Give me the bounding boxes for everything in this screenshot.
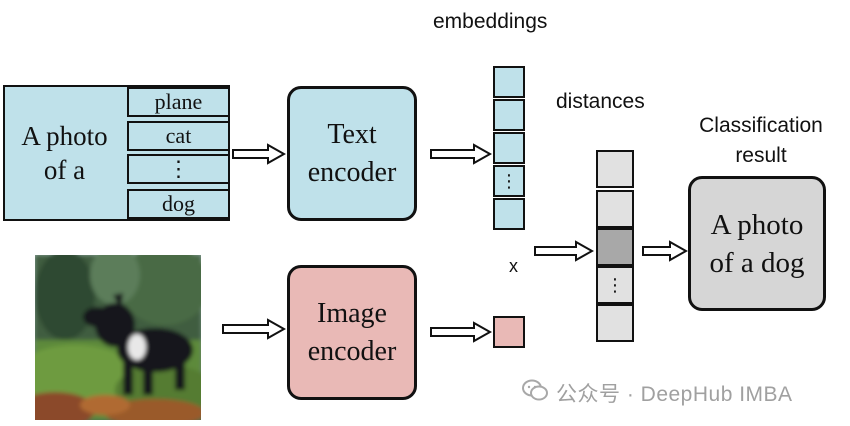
distance-cell <box>596 150 634 188</box>
multiply-label: x <box>509 256 518 276</box>
distances-label: distances <box>556 90 645 113</box>
text-embedding-cell-ellipsis: ⋮ <box>493 165 525 197</box>
arrow-to-distances <box>534 240 594 262</box>
arrow-prompt-to-text-encoder <box>232 143 286 165</box>
text-encoder-line1: Text <box>327 118 377 150</box>
arrow-to-classification-result <box>642 240 688 262</box>
arrow-text-encoder-to-embeddings <box>430 143 492 165</box>
text-embedding-cell <box>493 66 525 98</box>
image-encoder-line2: encoder <box>307 335 397 367</box>
prompt-text-line2: of a <box>43 155 86 185</box>
image-embedding-cell <box>493 316 525 348</box>
arrow-image-encoder-to-embedding <box>430 321 492 343</box>
wechat-icon <box>522 379 548 407</box>
classification-label-line2: result <box>735 144 787 167</box>
arrow-image-to-image-encoder <box>222 318 286 340</box>
result-line1: A photo <box>710 208 804 241</box>
prompt-text-line1: A photo <box>21 121 108 151</box>
distance-cell <box>596 190 634 228</box>
class-cell-plane: plane <box>127 87 230 117</box>
classification-result-label: Classification result <box>690 111 832 171</box>
result-line2: of a dog <box>709 246 805 279</box>
classification-result-box: A photo of a dog <box>688 176 826 311</box>
class-cell-ellipsis: ⋮ <box>127 154 230 184</box>
distance-cell-highlight <box>596 228 634 266</box>
text-encoder-line2: encoder <box>307 156 397 188</box>
text-encoder-box: Text encoder <box>287 86 417 221</box>
dog-photo <box>35 255 201 420</box>
text-embedding-cell <box>493 99 525 131</box>
prompt-text: A photo of a <box>3 85 126 221</box>
embeddings-label: embeddings <box>433 10 548 33</box>
watermark-text: 公众号 · DeepHub IMBA <box>556 383 793 406</box>
text-embedding-cell <box>493 198 525 230</box>
class-cell-dog: dog <box>127 189 230 219</box>
watermark: 公众号 · DeepHub IMBA <box>522 378 793 408</box>
image-encoder-box: Image encoder <box>287 265 417 400</box>
distance-cell <box>596 304 634 342</box>
distance-cell-ellipsis: ⋮ <box>596 266 634 304</box>
text-embedding-cell <box>493 132 525 164</box>
image-encoder-line1: Image <box>317 297 387 329</box>
class-cell-cat: cat <box>127 121 230 151</box>
classification-label-line1: Classification <box>699 114 823 137</box>
